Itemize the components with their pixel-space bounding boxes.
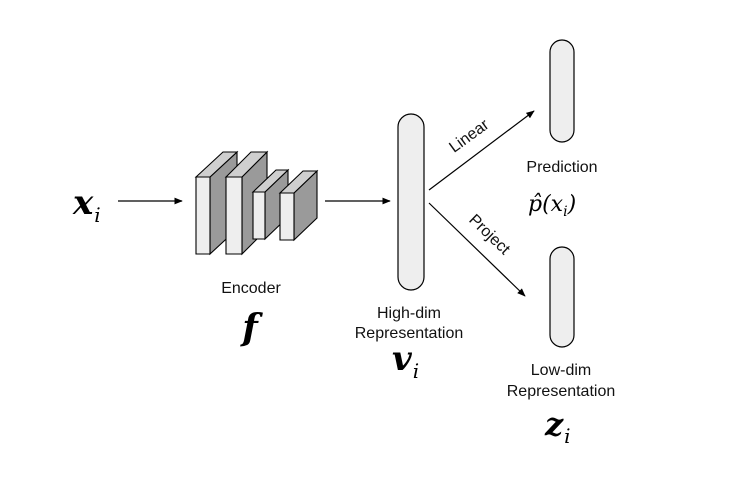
prediction-label: Prediction — [526, 159, 597, 176]
arrow-project-branch — [428, 202, 526, 297]
encoder-label: Encoder — [221, 280, 281, 297]
prediction-pill — [549, 39, 575, 143]
high-dim-label-line2: Representation — [355, 325, 464, 342]
linear-branch-label: Linear — [446, 116, 493, 156]
arrow-linear-branch — [428, 110, 535, 191]
project-branch-label: Project — [465, 211, 513, 258]
encoder-blocks — [194, 150, 319, 256]
low-dim-label-line1: Low-dim — [531, 362, 591, 379]
input-symbol: xi — [72, 183, 101, 227]
low-dim-label-line2: Representation — [507, 383, 616, 400]
prediction-symbol: p̂(xi) — [528, 192, 576, 220]
encoder-block-3 — [251, 168, 290, 241]
high-dim-representation-pill — [397, 113, 425, 291]
encoder-symbol: f — [239, 307, 263, 349]
low-dim-representation-pill — [549, 246, 575, 348]
low-dim-symbol: zi — [544, 405, 571, 448]
encoder-block-4 — [278, 169, 319, 242]
high-dim-label-line1: High-dim — [377, 305, 441, 322]
high-dim-symbol: vi — [392, 339, 419, 383]
